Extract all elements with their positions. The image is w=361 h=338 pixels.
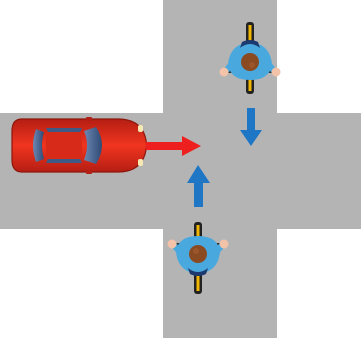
car <box>12 117 147 174</box>
